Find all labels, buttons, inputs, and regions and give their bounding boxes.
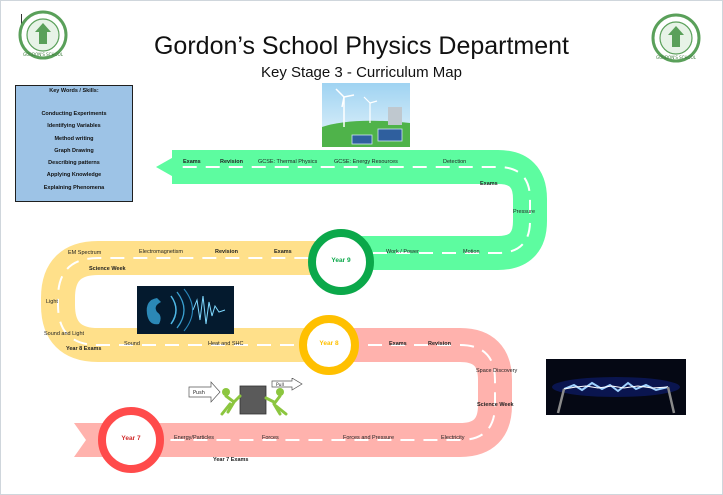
year7-label: Year 7 (121, 435, 141, 442)
key-word-item: Graph Drawing (54, 147, 94, 154)
key-word-item: Explaining Phenomena (43, 184, 105, 191)
y7-exams: Exams (389, 341, 407, 347)
sound-waves-ear-image (137, 286, 234, 334)
y7-forces: Forces (262, 435, 279, 441)
y9-detection: Detection (443, 159, 467, 165)
school-crest-logo-left: GORDON'S SCHOOL (18, 10, 68, 60)
electric-arc-image (546, 359, 686, 415)
year7-ring (98, 407, 164, 473)
y9-pressure: Pressure (513, 209, 536, 215)
page-subtitle: Key Stage 3 - Curriculum Map (261, 64, 462, 81)
y9-thermal-physics: GCSE: Thermal Physics (258, 159, 318, 165)
year9-road-dashes (182, 166, 531, 254)
key-word-item: Method writing (54, 135, 94, 142)
y9-exams-top: Exams (183, 159, 201, 165)
y8-revision: Revision (215, 249, 238, 255)
year8-road-dashes (57, 257, 340, 346)
y8-electromagnetism: Electromagnetism (139, 249, 184, 255)
text-cursor (21, 14, 22, 28)
key-word-item: Applying Knowledge (46, 172, 102, 179)
y7-forces-and-pressure: Forces and Pressure (343, 435, 395, 441)
year9-road-arrow (156, 150, 186, 184)
y8-science-week: Science Week (89, 266, 126, 272)
y9-exams-right: Exams (480, 181, 498, 187)
y9-revision-top: Revision (220, 159, 243, 165)
year7-road-tail (74, 423, 104, 457)
svg-text:GORDON'S SCHOOL: GORDON'S SCHOOL (23, 52, 64, 57)
year8-label: Year 8 (319, 340, 339, 347)
key-words-heading: Key Words / Skills: (49, 88, 99, 94)
svg-text:Push: Push (193, 390, 205, 396)
y8-exams: Exams (274, 249, 292, 255)
y8-year8-exams: Year 8 Exams (66, 346, 102, 352)
y8-sound: Sound (124, 341, 140, 347)
y8-sound-and-light: Sound and Light (44, 331, 85, 337)
svg-text:Pull: Pull (276, 382, 284, 388)
key-word-item: Identifying Variables (47, 123, 101, 130)
y7-revision: Revision (428, 341, 451, 347)
y7-science-week: Science Week (477, 402, 514, 408)
svg-text:GORDON'S SCHOOL: GORDON'S SCHOOL (656, 55, 697, 60)
y9-energy-resources: GCSE: Energy Resources (334, 159, 398, 165)
y7-space-discovery: Space Discovery (476, 368, 518, 374)
y7-year7-exams: Year 7 Exams (213, 457, 249, 463)
y9-work-power: Work / Power (386, 249, 419, 255)
key-words-box: Key Words / Skills: Conducting Experimen… (15, 85, 133, 202)
year7-road-dashes (165, 344, 496, 441)
school-crest-logo-right: GORDON'S SCHOOL (651, 13, 701, 63)
key-word-item: Conducting Experiments (41, 111, 107, 117)
y8-heat-and-shc: Heat and SHC (208, 341, 244, 347)
y7-electricity: Electricity (441, 435, 465, 441)
y8-light: Light (46, 299, 58, 305)
year9-ring (308, 229, 374, 295)
year9-label: Year 9 (331, 257, 351, 264)
key-word-item: Describing patterns (48, 160, 100, 167)
y7-energy-particles: Energy/Particles (174, 435, 215, 441)
page-title: Gordon’s School Physics Department (153, 32, 569, 60)
y8-em-spectrum: EM Spectrum (68, 250, 102, 256)
push-pull-figures-image: Push Pull (188, 378, 303, 416)
year8-ring (299, 315, 359, 375)
renewable-energy-image (322, 83, 410, 147)
y9-motion: Motion (463, 249, 480, 255)
